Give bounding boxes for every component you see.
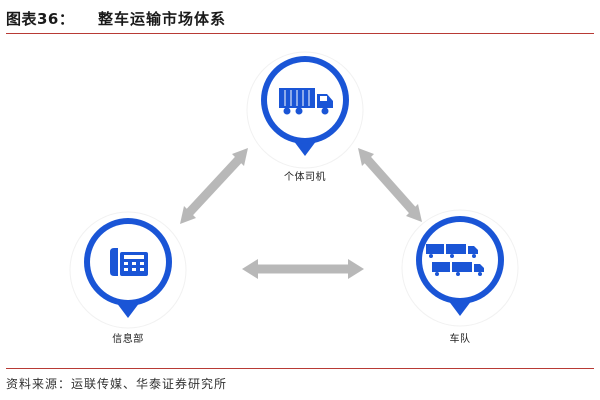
fleet-trucks-icon xyxy=(426,244,484,276)
figure-header: 图表36： 整车运输市场体系 xyxy=(6,6,594,30)
arrow-info-fleet xyxy=(242,259,364,279)
figure-title: 整车运输市场体系 xyxy=(98,10,227,28)
watermark xyxy=(69,51,519,329)
telephone-icon xyxy=(110,248,148,276)
header-rule xyxy=(6,33,594,34)
footer-rule xyxy=(6,368,594,369)
arrow-driver-fleet xyxy=(358,148,422,222)
label-fleet: 车队 xyxy=(449,334,471,345)
node-info-department xyxy=(84,218,172,318)
arrow-driver-info xyxy=(180,148,248,224)
node-fleet xyxy=(416,216,504,316)
source-note: 资料来源：运联传媒、华泰证券研究所 xyxy=(6,377,228,391)
figure-label: 图表36： xyxy=(6,10,75,28)
label-info-department: 信息部 xyxy=(112,334,144,345)
truck-icon xyxy=(279,88,333,115)
label-individual-driver: 个体司机 xyxy=(284,172,326,183)
node-individual-driver xyxy=(261,56,349,156)
